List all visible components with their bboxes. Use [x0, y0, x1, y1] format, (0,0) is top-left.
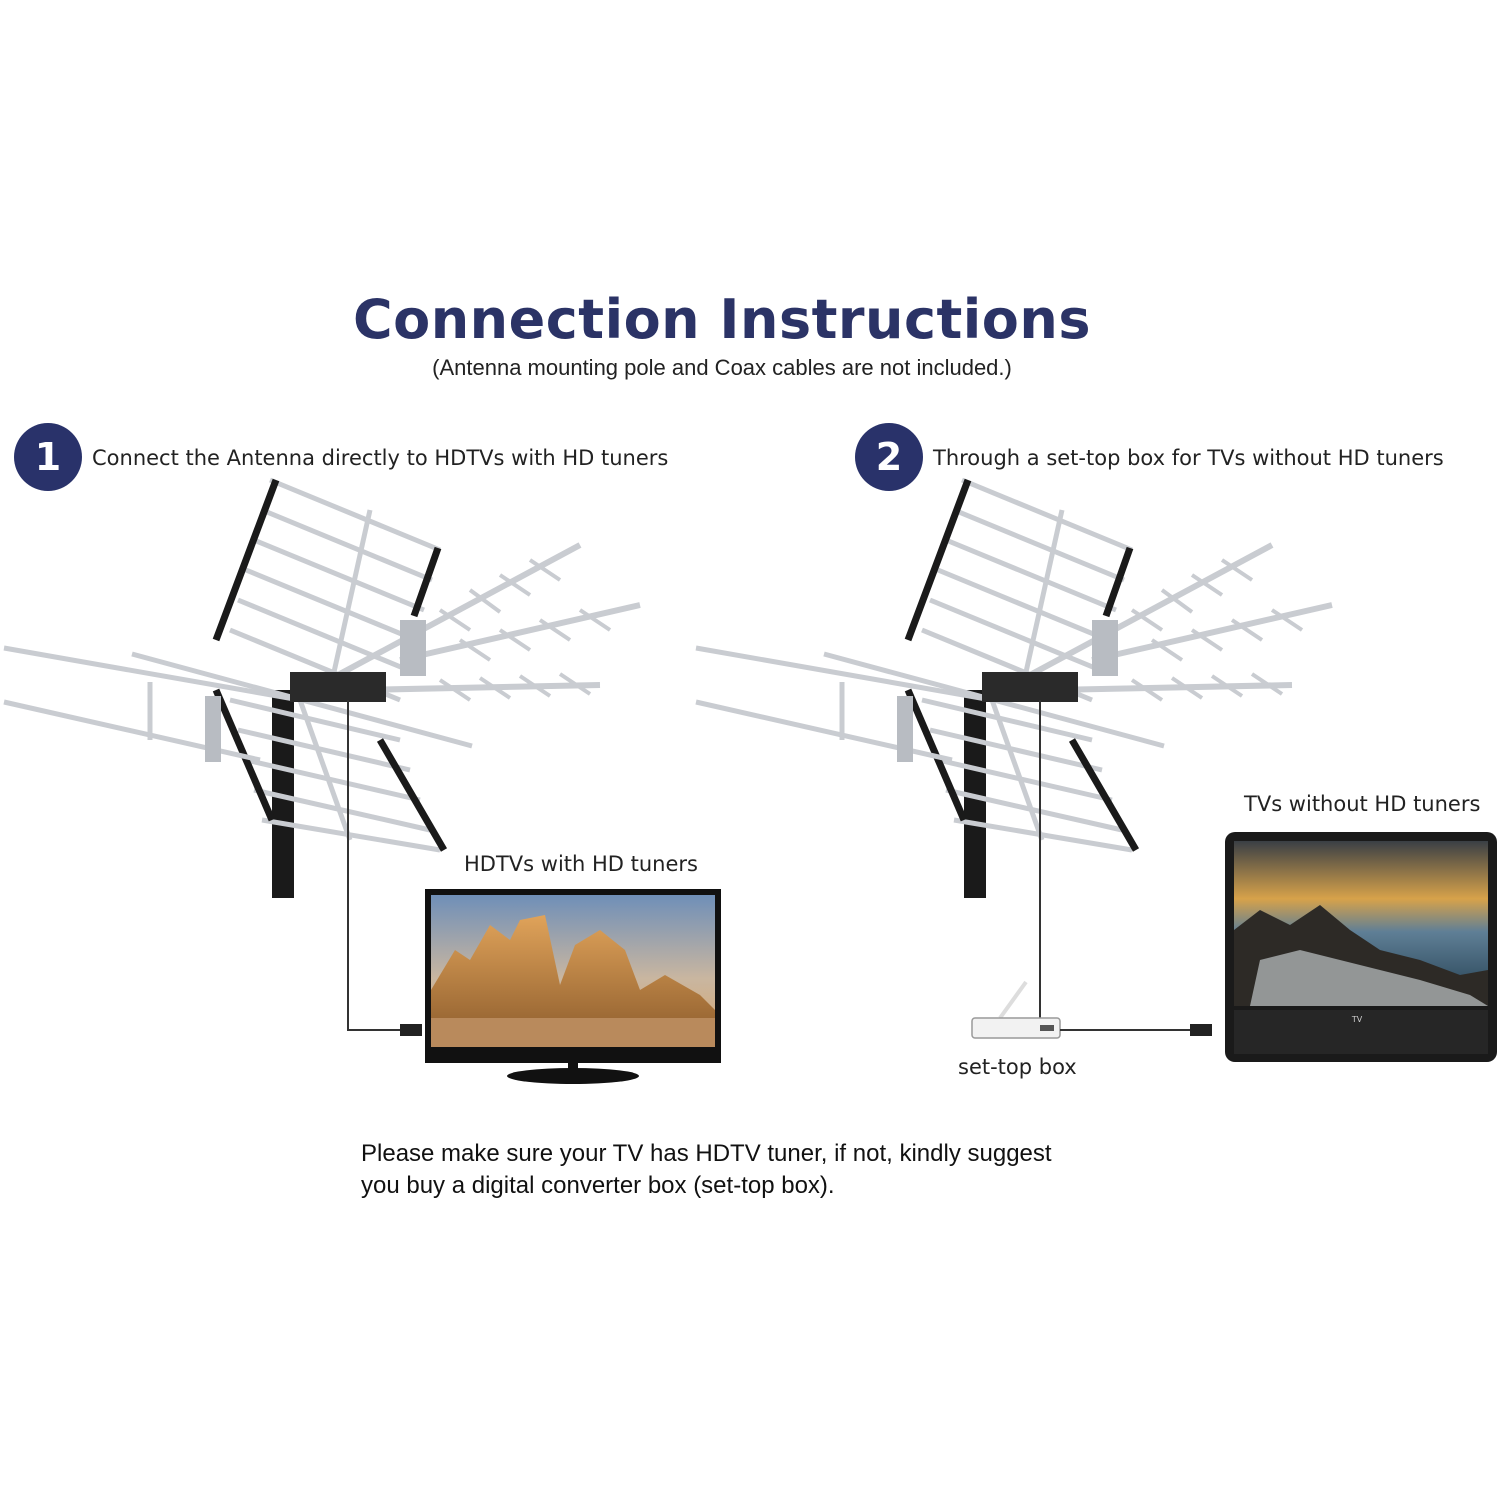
crt-tv-illustration — [1225, 832, 1497, 1062]
step-2-text: Through a set-top box for TVs without HD… — [933, 446, 1444, 470]
step-1-text: Connect the Antenna directly to HDTVs wi… — [92, 446, 669, 470]
tv-brand-text: TV — [1351, 1015, 1363, 1024]
hdtv-illustration — [425, 889, 721, 1084]
hdtv-label: HDTVs with HD tuners — [464, 852, 698, 876]
set-top-box-illustration — [971, 980, 1061, 1039]
page-subtitle: (Antenna mounting pole and Coax cables a… — [432, 355, 1012, 380]
antenna-illustration-1 — [4, 480, 640, 898]
step-2-badge: 2 — [855, 423, 923, 491]
coax-cable-1 — [347, 700, 410, 1031]
tuner-note-line-2: you buy a digital converter box (set-top… — [361, 1172, 835, 1199]
step-1-badge: 1 — [14, 423, 82, 491]
set-top-box-label: set-top box — [958, 1055, 1077, 1079]
tuner-note: Please make sure your TV has HDTV tuner,… — [361, 1138, 1181, 1202]
tuner-note-line-1: Please make sure your TV has HDTV tuner,… — [361, 1140, 1052, 1167]
page-title: Connection Instructions — [353, 288, 1091, 351]
tv-without-hd-label: TVs without HD tuners — [1244, 792, 1481, 816]
